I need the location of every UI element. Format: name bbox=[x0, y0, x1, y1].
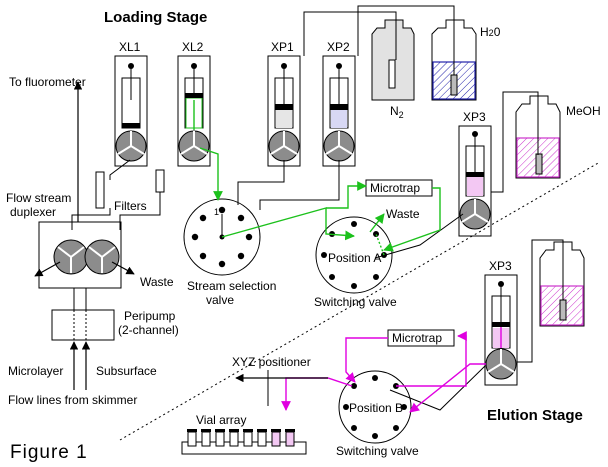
pump-xp3-elution: XP3 bbox=[484, 259, 518, 386]
vial bbox=[187, 431, 197, 447]
vial-cap bbox=[285, 429, 295, 432]
position-b-label: Position B bbox=[349, 401, 403, 415]
vial bbox=[271, 431, 281, 447]
vial bbox=[243, 431, 253, 447]
stream-selection-label: Stream selection bbox=[187, 279, 276, 293]
h2o-reservoir: H20 bbox=[431, 19, 501, 101]
stream-selection-valve-label: valve bbox=[206, 293, 234, 307]
pump-xp1-label: XP1 bbox=[271, 40, 294, 54]
duplexer: Waste Flow stream duplexer bbox=[6, 191, 174, 289]
vial-cap bbox=[271, 429, 281, 432]
figure-label: Figure 1 bbox=[10, 442, 88, 463]
elution-stage-heading: Elution Stage bbox=[487, 407, 583, 424]
vial bbox=[201, 431, 211, 447]
loading-flow-lines bbox=[193, 100, 441, 252]
peripump: Peripump (2-channel) bbox=[51, 288, 179, 341]
to-fluorometer-label: To fluorometer bbox=[9, 75, 86, 89]
vial bbox=[215, 431, 225, 447]
microtrap-b-label: Microtrap bbox=[392, 331, 442, 345]
microtrap-a-label: Microtrap bbox=[370, 181, 420, 195]
subsurface-label: Subsurface bbox=[96, 364, 157, 378]
pump-xl1: XL1 bbox=[114, 40, 148, 167]
vial bbox=[229, 431, 239, 447]
vial-cap bbox=[187, 429, 197, 432]
peripump-label: Peripump bbox=[124, 309, 176, 323]
meoh-reservoir-loading: MeOH bbox=[515, 95, 601, 179]
stream-selection-valve: 1 Stream selection valve bbox=[183, 198, 276, 307]
svg-text:1: 1 bbox=[214, 207, 219, 217]
switching-valve-a: Position A Switching valve bbox=[314, 216, 397, 309]
meoh-label: MeOH bbox=[566, 104, 601, 118]
vial-cap bbox=[215, 429, 225, 432]
switching-valve-a-label: Switching valve bbox=[314, 295, 397, 309]
xyz-positioner-label: XYZ positioner bbox=[232, 355, 311, 369]
pump-xp2-label: XP2 bbox=[327, 40, 350, 54]
switching-valve-b: Position B Switching valve bbox=[336, 370, 419, 458]
peripump-channels-label: (2-channel) bbox=[118, 323, 179, 337]
filter-right bbox=[155, 169, 165, 193]
n2-label: N2 bbox=[390, 104, 404, 120]
filter-left bbox=[95, 171, 105, 209]
meoh-reservoir-elution bbox=[539, 241, 585, 327]
elution-flow-lines bbox=[281, 327, 502, 413]
pump-xp1: XP1 bbox=[267, 40, 301, 167]
waste-left-label: Waste bbox=[140, 275, 174, 289]
duplexer-label: duplexer bbox=[10, 205, 56, 219]
vial bbox=[285, 431, 295, 447]
waste-right-label: Waste bbox=[386, 207, 420, 221]
vial-array-label: Vial array bbox=[196, 413, 246, 427]
vial-array: Vial array bbox=[181, 413, 307, 455]
vial-cap bbox=[201, 429, 211, 432]
switching-valve-b-label: Switching valve bbox=[336, 444, 419, 458]
flow-lines-label: Flow lines from skimmer bbox=[8, 393, 137, 407]
microlayer-label: Microlayer bbox=[8, 364, 63, 378]
pump-xp3-loading: XP3 bbox=[458, 110, 492, 237]
pump-xp3-loading-label: XP3 bbox=[463, 110, 486, 124]
pump-xp2: XP2 bbox=[322, 40, 356, 167]
vial-cap bbox=[243, 429, 253, 432]
flow-stream-label: Flow stream bbox=[6, 191, 71, 205]
pump-xl2-label: XL2 bbox=[182, 40, 204, 54]
position-a-label: Position A bbox=[328, 251, 381, 265]
vial bbox=[257, 431, 267, 447]
n2-reservoir: N2 bbox=[371, 19, 415, 120]
pump-xp3-elution-label: XP3 bbox=[489, 259, 512, 273]
filters-label: Filters bbox=[114, 199, 147, 213]
h2o-label: H20 bbox=[480, 25, 501, 39]
loading-stage-heading: Loading Stage bbox=[104, 9, 207, 26]
pump-xl1-label: XL1 bbox=[119, 40, 141, 54]
vial-cap bbox=[229, 429, 239, 432]
vial-cap bbox=[257, 429, 267, 432]
